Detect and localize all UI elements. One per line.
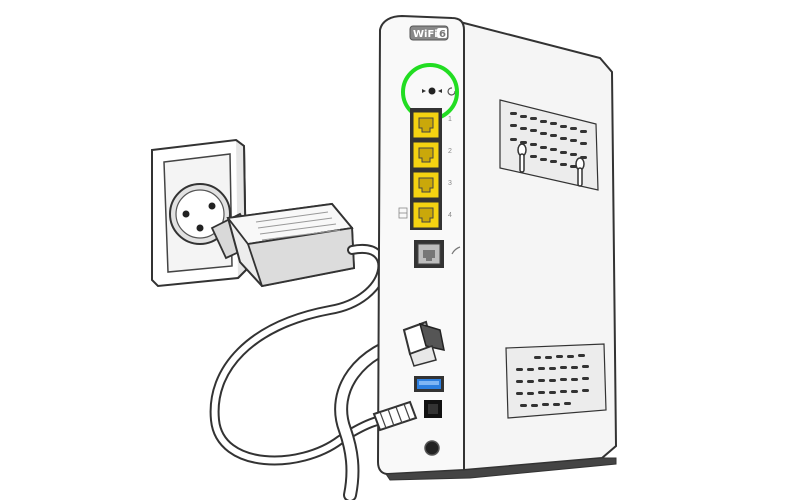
port-number-2: 2 (448, 148, 452, 155)
lower-vent-slots (516, 354, 589, 407)
port-number-4: 4 (448, 212, 452, 219)
port-number-1: 1 (448, 116, 452, 123)
phone-icon (451, 246, 461, 255)
power-button[interactable] (424, 440, 440, 456)
ethernet-port-icon[interactable] (412, 111, 440, 139)
ethernet-port-icon[interactable] (412, 171, 440, 199)
wall-outlet-icon (151, 138, 248, 288)
lower-vent (505, 343, 607, 419)
wifi-badge-text: WiFi (413, 29, 438, 40)
phone-port-icon[interactable] (414, 240, 444, 268)
wps-button[interactable] (428, 87, 436, 95)
power-adapter-icon (210, 202, 356, 288)
ethernet-ports: 1 2 3 4 (398, 108, 452, 230)
power-plug (372, 400, 418, 432)
wifi6-badge: WiFi 6 (409, 25, 449, 41)
router-icon (376, 14, 618, 481)
status-indicators (422, 87, 456, 96)
port-number-3: 3 (448, 180, 452, 187)
reset-icon (447, 87, 456, 96)
coax-connector-icon (402, 320, 445, 367)
wifi-badge-number: 6 (439, 29, 446, 40)
upper-vent-slots (510, 112, 587, 168)
ethernet-port-icon[interactable] (412, 201, 440, 229)
usb-port-icon[interactable] (414, 376, 444, 392)
ethernet-port-icon[interactable] (412, 141, 440, 169)
wall-mount-keyhole (517, 143, 585, 187)
power-port-icon[interactable] (424, 400, 442, 418)
lan-label-icon (398, 207, 408, 219)
